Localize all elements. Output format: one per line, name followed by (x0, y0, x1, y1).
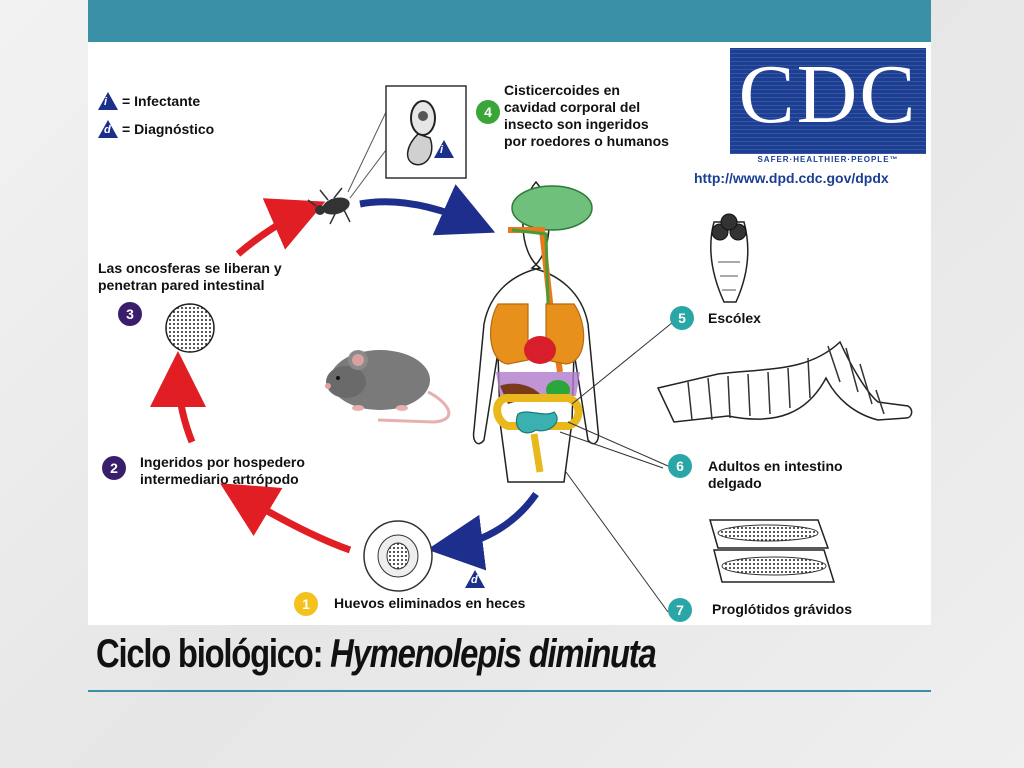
step-7-label: Proglótidos grávidos (712, 601, 853, 617)
step-1-number: 1 (294, 592, 318, 616)
arrow-human-to-egg (427, 491, 539, 571)
arrow-to-insect (235, 198, 326, 257)
stage1-diagnostic-marker-icon: d (465, 570, 485, 588)
arrow-host-to-oncosphere (150, 351, 207, 444)
step-2-label: Ingeridos por hospedero intermediario ar… (140, 454, 305, 487)
slide-top-bar (88, 0, 931, 42)
beetle-icon (307, 187, 351, 225)
egg-icon (363, 520, 433, 592)
cdc-logo-text: CDC (738, 48, 918, 141)
diagnostic-triangle-icon: d (98, 120, 118, 138)
legend-infective-label: = Infectante (122, 93, 201, 109)
step-6-number: 6 (668, 454, 692, 478)
slide-title-species: Hymenolepis diminuta (330, 632, 657, 676)
step-1-label: Huevos eliminados en heces (334, 595, 526, 611)
step-3-label: Las oncosferas se liberan y penetran par… (98, 260, 282, 293)
step-5-label: Escólex (708, 310, 761, 326)
oncosphere-icon (165, 303, 215, 353)
adult-worm-icon (656, 340, 913, 423)
stage4-infective-marker-icon: i (434, 140, 454, 158)
human-body-icon (472, 180, 600, 483)
slide-title: Ciclo biológico: Hymenolepis diminuta (96, 632, 657, 677)
cdc-url: http://www.dpd.cdc.gov/dpdx (694, 170, 889, 186)
rat-icon (325, 350, 451, 424)
cdc-logo: CDC (730, 48, 926, 154)
step-4-number: 4 (476, 100, 500, 124)
proglottid-icon (709, 519, 836, 583)
scolex-icon (709, 213, 749, 303)
arrow-egg-to-host (219, 483, 352, 554)
legend-diagnostic-label: = Diagnóstico (122, 121, 215, 137)
slide-title-plain: Ciclo biológico: (96, 632, 331, 676)
cdc-tagline: SAFER·HEALTHIER·PEOPLE™ (757, 155, 899, 164)
step-6-label: Adultos en intestino delgado (708, 458, 843, 491)
step-3-number: 3 (118, 302, 142, 326)
diagram-panel: i = Infectante d = Diagnóstico i d CDC S… (88, 42, 931, 625)
step-5-number: 5 (670, 306, 694, 330)
legend-diagnostic: d = Diagnóstico (98, 120, 214, 138)
legend-infective: i = Infectante (98, 92, 200, 110)
life-cycle-drawing (150, 85, 913, 613)
step-4-label: Cisticercoides en cavidad corporal del i… (504, 82, 669, 149)
step-7-number: 7 (668, 598, 692, 622)
step-2-number: 2 (102, 456, 126, 480)
title-underline (88, 690, 931, 692)
arrow-insect-to-human (359, 184, 496, 236)
infective-triangle-icon: i (98, 92, 118, 110)
